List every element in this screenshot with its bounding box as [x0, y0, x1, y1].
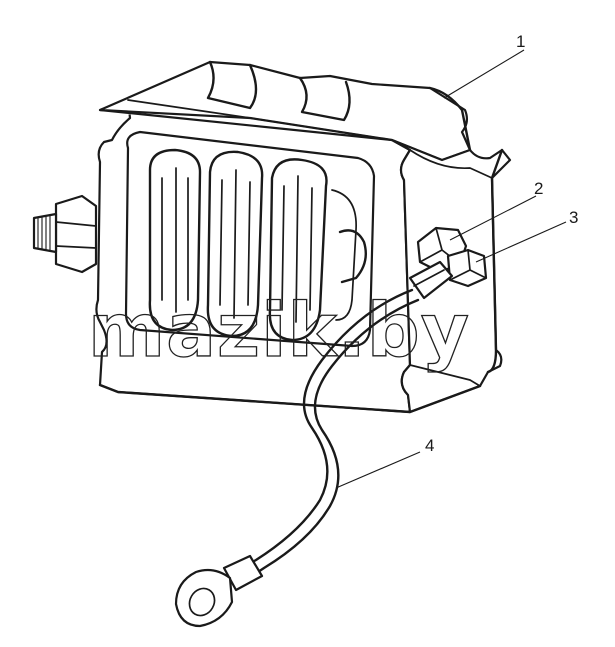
- leader-4: [335, 451, 421, 489]
- tube-end-cap: [331, 189, 357, 321]
- tube-loop-3: [268, 158, 328, 342]
- left-nut: [54, 194, 98, 274]
- left-stud: [32, 194, 98, 274]
- leader-2: [449, 195, 537, 241]
- terminal-bolt-head: [446, 248, 488, 288]
- housing-top-rib-2: [298, 76, 351, 122]
- ground-cable: [174, 288, 420, 628]
- callout-1: 1: [516, 32, 525, 51]
- terminal: [408, 226, 488, 300]
- housing-right-flange: [428, 86, 504, 374]
- ring-terminal-hole: [188, 587, 216, 617]
- callouts: 1 2 3 4: [335, 32, 578, 489]
- tube-loop-3-inner: [281, 175, 313, 323]
- cable-outer-b: [238, 298, 420, 586]
- watermark: mazik.by: [87, 287, 470, 374]
- callout-4: 4: [425, 436, 434, 455]
- cable-outer-a: [230, 288, 414, 578]
- housing-right-inner: [409, 149, 493, 387]
- left-stud-thread: [32, 212, 58, 254]
- tube-loop-1-inner: [161, 167, 189, 313]
- cable-crimp: [222, 554, 264, 592]
- tube-loop-2: [206, 150, 264, 338]
- housing-top-rib-1: [206, 60, 258, 110]
- heating-element: [124, 130, 376, 348]
- ring-terminal: [174, 568, 234, 628]
- housing-top-edge: [127, 99, 393, 141]
- tube-loop-1: [148, 148, 202, 332]
- housing-bottom: [98, 383, 482, 414]
- leader-1: [443, 49, 525, 99]
- callout-3: 3: [569, 208, 578, 227]
- leader-3: [475, 221, 567, 263]
- callout-2: 2: [534, 179, 543, 198]
- tube-loop-2-inner: [219, 169, 251, 319]
- inner-boss: [338, 229, 367, 284]
- watermark-text: mazik.by: [88, 288, 470, 374]
